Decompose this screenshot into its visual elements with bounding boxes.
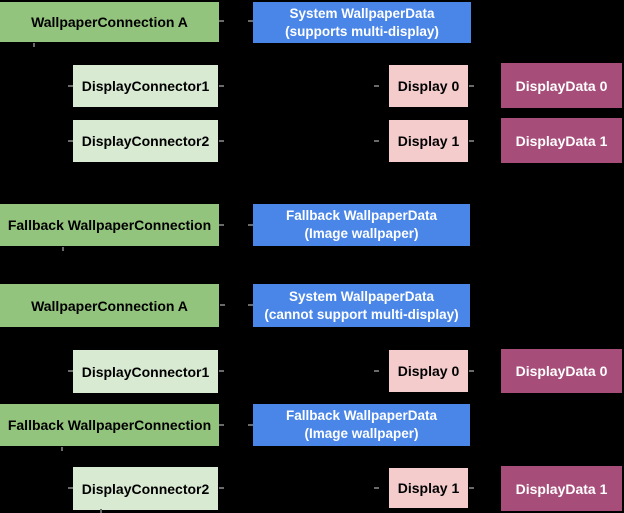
display-1-box: Display 1	[389, 120, 468, 162]
wallpaper-connection-a-box: WallpaperConnection A	[0, 284, 219, 327]
fallback-wallpaper-connection-box: Fallback WallpaperConnection	[0, 404, 219, 446]
connector-stub	[219, 140, 224, 142]
connector-stub	[68, 85, 73, 87]
connector-stub	[469, 140, 474, 142]
display-connector-1-box: DisplayConnector1	[73, 350, 218, 393]
display-connector-2-box: DisplayConnector2	[73, 120, 218, 162]
connector-stub	[68, 370, 73, 372]
connector-stub	[248, 424, 253, 426]
connector-stub	[219, 224, 224, 226]
connector-stub	[374, 370, 379, 372]
connector-stub	[219, 370, 224, 372]
wallpaper-connection-a-box: WallpaperConnection A	[0, 2, 219, 42]
display-data-0-box: DisplayData 0	[501, 349, 622, 393]
connector-stub	[469, 85, 474, 87]
display-data-1-box: DisplayData 1	[501, 118, 622, 163]
connector-stub	[374, 487, 379, 489]
display-data-1-box: DisplayData 1	[501, 466, 622, 511]
connector-stub	[220, 304, 225, 306]
connector-stub	[100, 509, 102, 513]
system-wallpaper-data-box: System WallpaperData (cannot support mul…	[253, 284, 470, 327]
connector-stub	[374, 140, 379, 142]
connector-stub	[248, 304, 253, 306]
connector-stub	[219, 20, 224, 22]
connector-stub	[469, 370, 474, 372]
display-connector-1-box: DisplayConnector1	[73, 65, 218, 107]
connector-stub	[374, 85, 379, 87]
connector-stub	[219, 85, 224, 87]
display-connector-2-box: DisplayConnector2	[73, 467, 218, 510]
connector-stub	[219, 487, 224, 489]
fallback-wallpaper-data-box: Fallback WallpaperData (Image wallpaper)	[253, 204, 470, 246]
connector-stub	[68, 140, 73, 142]
fallback-wallpaper-data-box: Fallback WallpaperData (Image wallpaper)	[253, 404, 470, 446]
connector-stub	[219, 424, 224, 426]
display-data-0-box: DisplayData 0	[501, 63, 622, 108]
connector-stub	[68, 487, 73, 489]
display-0-box: Display 0	[389, 65, 468, 107]
fallback-wallpaper-connection-box: Fallback WallpaperConnection	[0, 204, 219, 246]
connector-stub	[62, 247, 64, 251]
connector-stub	[33, 43, 35, 47]
system-wallpaper-data-box: System WallpaperData (supports multi-dis…	[253, 2, 471, 43]
connector-stub	[248, 224, 253, 226]
display-0-box: Display 0	[389, 350, 468, 392]
connector-stub	[61, 447, 63, 451]
display-1-box: Display 1	[389, 468, 468, 508]
connector-stub	[469, 487, 474, 489]
connector-stub	[248, 20, 253, 22]
